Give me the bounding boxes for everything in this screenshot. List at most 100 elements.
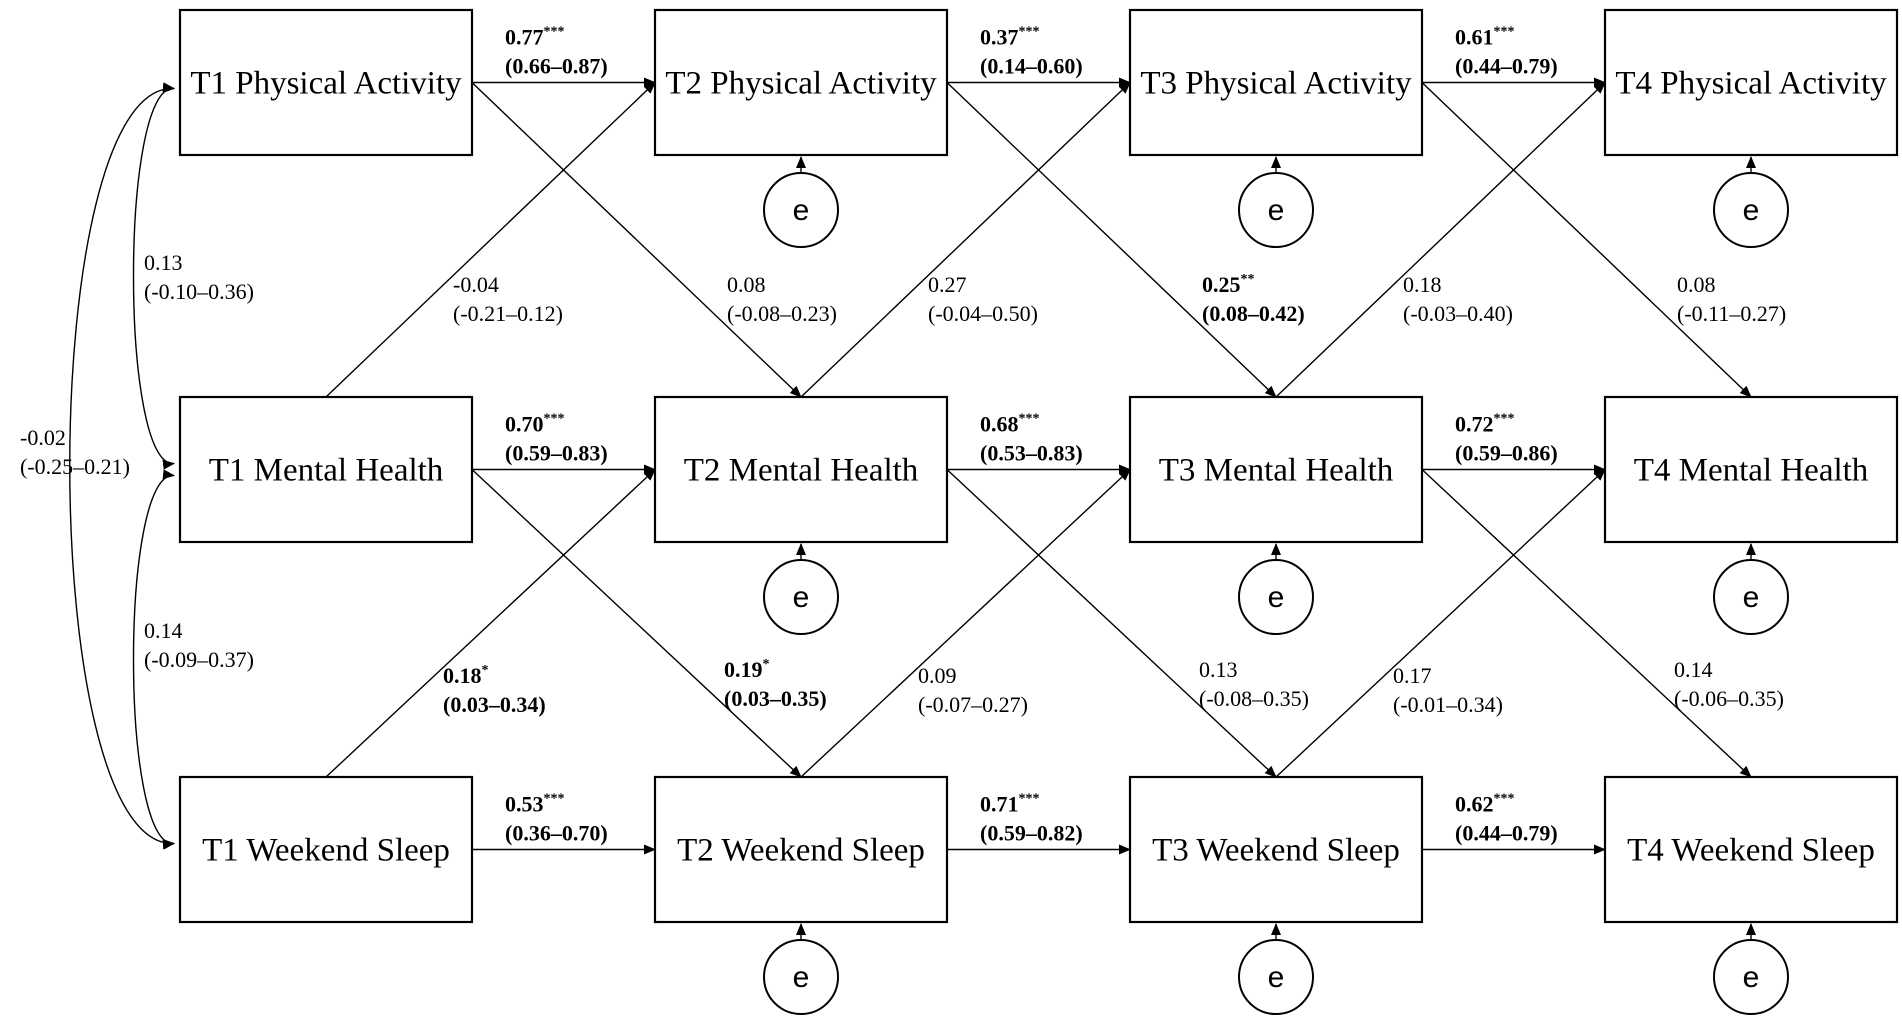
- coef-ci: (0.14–0.60): [980, 54, 1083, 79]
- coef-value: 0.17: [1393, 663, 1432, 688]
- node-label: T3 Weekend Sleep: [1152, 833, 1400, 869]
- coef-number: 0.53: [505, 792, 544, 817]
- coef-number: 0.37: [980, 25, 1019, 50]
- covariance-t1pa-t1ws: [69, 83, 175, 849]
- path-t3pa-t4mh: [1421, 81, 1752, 398]
- node-t4ws: T4 Weekend Sleep e: [1603, 775, 1899, 1015]
- coef-label: 0.72***(0.59–0.86): [1455, 412, 1558, 466]
- coef-ci: (-0.11–0.27): [1677, 301, 1786, 326]
- coef-ci: (0.03–0.34): [443, 692, 546, 717]
- coef-value: 0.08: [1677, 272, 1716, 297]
- residual-circle: [763, 172, 839, 248]
- coef-number: 0.09: [918, 663, 957, 688]
- coef-number: 0.61: [1455, 25, 1494, 50]
- paths-layer: [325, 77, 1752, 855]
- coef-significance: **: [1241, 272, 1255, 287]
- coef-ci: (0.66–0.87): [505, 54, 608, 79]
- residual-circle: [1713, 559, 1789, 635]
- coef-number: 0.08: [727, 272, 766, 297]
- coef-ci: (0.59–0.86): [1455, 441, 1558, 466]
- residual-circle: [1238, 172, 1314, 248]
- coef-value: -0.04: [453, 272, 499, 297]
- coef-value: 0.13: [1199, 657, 1238, 682]
- coef-value: 0.25**: [1202, 272, 1255, 297]
- node-label: T3 Mental Health: [1159, 453, 1394, 489]
- coef-label: 0.77*** (0.66–0.87): [505, 25, 608, 79]
- node-box: [1128, 8, 1424, 157]
- coef-number: 0.68: [980, 412, 1019, 437]
- coef-ci: (-0.09–0.37): [144, 647, 254, 672]
- covariance-layer: [69, 82, 175, 850]
- residual-label: e: [793, 961, 810, 994]
- coef-label: 0.53*** (0.36–0.70): [505, 792, 608, 846]
- coef-label: 0.62***(0.44–0.79): [1455, 792, 1558, 846]
- coef-ci: (-0.07–0.27): [918, 692, 1028, 717]
- coef-significance: *: [482, 663, 489, 678]
- coef-label: 0.37*** (0.14–0.60): [980, 25, 1083, 79]
- coef-value: 0.77***: [505, 25, 565, 50]
- coef-label: 0.19* (0.03–0.35): [724, 657, 827, 711]
- coef-value: 0.68***: [980, 412, 1040, 437]
- residual-label: e: [1268, 961, 1285, 994]
- node-label: T2 Mental Health: [684, 453, 919, 489]
- coef-significance: ***: [544, 25, 565, 40]
- coef-ci: (0.36–0.70): [505, 821, 608, 846]
- residual-label: e: [1743, 961, 1760, 994]
- coef-value: 0.53***: [505, 792, 565, 817]
- coef-label: 0.08 (-0.08–0.23): [727, 272, 837, 326]
- coef-value: 0.19*: [724, 657, 770, 682]
- coef-ci: (-0.01–0.34): [1393, 692, 1503, 717]
- coef-value: 0.71***: [980, 792, 1040, 817]
- coef-value: 0.08: [727, 272, 766, 297]
- residual-circle: [1713, 172, 1789, 248]
- coef-ci: (-0.03–0.40): [1403, 301, 1513, 326]
- path-t2mh-t3pa: [800, 81, 1131, 398]
- coef-number: 0.27: [928, 272, 967, 297]
- residual-label: e: [1743, 581, 1760, 614]
- node-box: [653, 8, 949, 157]
- coef-label: 0.68***(0.53–0.83): [980, 412, 1083, 466]
- coef-value: 0.37***: [980, 25, 1040, 50]
- node-t1mh: T1 Mental Health: [178, 395, 474, 544]
- coef-ci: (0.03–0.35): [724, 686, 827, 711]
- node-box: [1128, 775, 1424, 924]
- node-box: [178, 775, 474, 924]
- coef-label: 0.13(-0.08–0.35): [1199, 657, 1309, 711]
- residual-circle: [763, 559, 839, 635]
- residual-label: e: [793, 581, 810, 614]
- node-t1ws: T1 Weekend Sleep: [178, 775, 474, 924]
- path-t2ws-t3mh: [800, 468, 1131, 778]
- path-t1mh-t2ws: [471, 468, 802, 778]
- coef-number: 0.18: [443, 663, 482, 688]
- path-t2mh-t3ws: [946, 468, 1277, 778]
- node-t3ws: T3 Weekend Sleep e: [1128, 775, 1424, 1015]
- coef-ci: (0.59–0.82): [980, 821, 1083, 846]
- path-t3mh-t4pa: [1275, 81, 1606, 398]
- coef-value: -0.02: [20, 425, 66, 450]
- node-label: T4 Weekend Sleep: [1627, 833, 1875, 869]
- coef-ci: (-0.04–0.50): [928, 301, 1038, 326]
- node-box: [1603, 395, 1899, 544]
- node-label: T2 Physical Activity: [665, 66, 937, 102]
- coef-significance: ***: [1494, 25, 1515, 40]
- coef-label: 0.18* (0.03–0.34): [443, 663, 546, 717]
- coef-number: 0.71: [980, 792, 1019, 817]
- residual-label: e: [1743, 194, 1760, 227]
- coef-label: 0.27 (-0.04–0.50): [928, 272, 1038, 326]
- coef-number: 0.77: [505, 25, 544, 50]
- coef-label: -0.04(-0.21–0.12): [453, 272, 563, 326]
- coef-label: 0.09 (-0.07–0.27): [918, 663, 1028, 717]
- node-label: T1 Physical Activity: [190, 66, 462, 102]
- path-t1pa-t2mh: [471, 81, 802, 398]
- coef-ci: (-0.06–0.35): [1674, 686, 1784, 711]
- coef-label: 0.13(-0.10–0.36): [144, 250, 254, 304]
- coef-number: 0.13: [144, 250, 183, 275]
- coef-ci: (-0.08–0.23): [727, 301, 837, 326]
- node-label: T2 Weekend Sleep: [677, 833, 925, 869]
- coef-ci: (0.08–0.42): [1202, 301, 1305, 326]
- coef-significance: ***: [1494, 412, 1515, 427]
- coef-label: -0.02(-0.25–0.21): [20, 425, 130, 479]
